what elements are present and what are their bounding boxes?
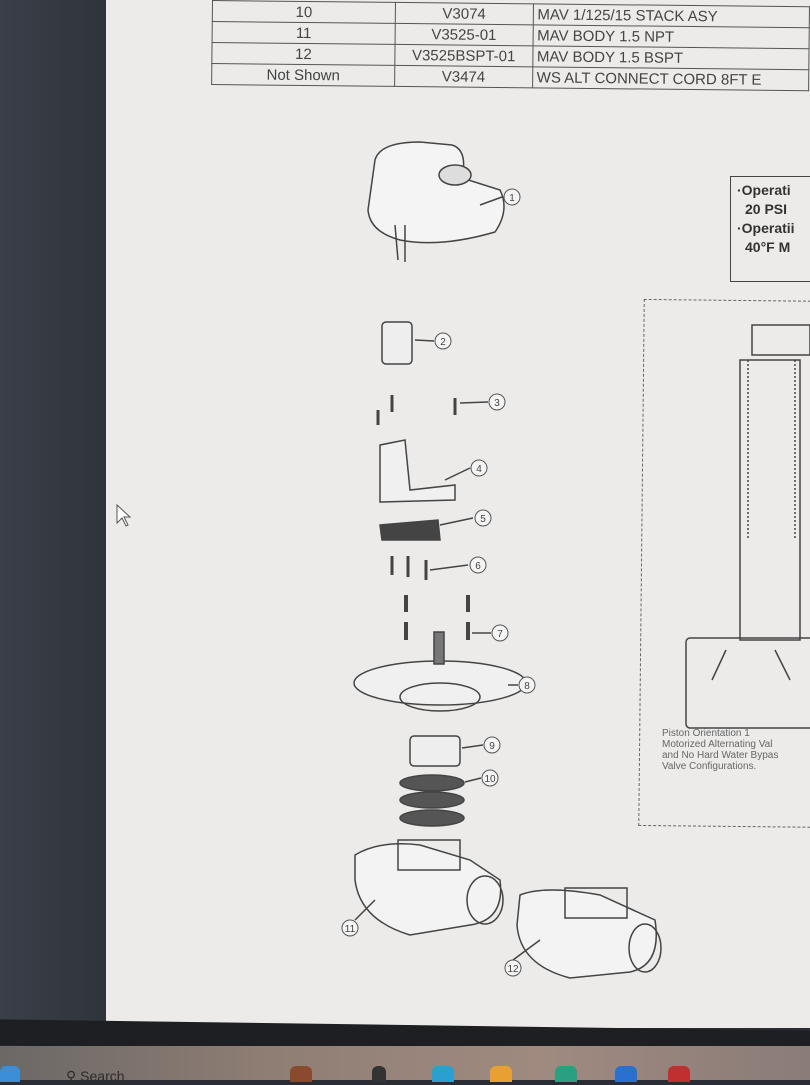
taskbar-app-icon[interactable] [615, 1066, 637, 1082]
motor-cover-part [367, 141, 505, 262]
note-line: 40°F M [745, 239, 791, 255]
callout-11: 11 [345, 924, 356, 935]
file-explorer-icon[interactable] [490, 1066, 512, 1082]
callout-12: 12 [507, 964, 519, 975]
callout-3: 3 [494, 398, 500, 409]
valve-body-npt-part [354, 843, 502, 936]
taskbar-app-icon[interactable] [668, 1066, 690, 1082]
search-label: Search [80, 1068, 125, 1084]
caption-line: and No Hard Water Bypas [662, 750, 779, 761]
start-icon[interactable] [0, 1066, 20, 1082]
callout-7: 7 [497, 629, 503, 640]
callout-1: 1 [509, 193, 515, 204]
callout-5: 5 [480, 514, 486, 525]
piston-part [409, 735, 461, 767]
motor-part [381, 321, 413, 365]
callout-4: 4 [476, 464, 482, 475]
piston-caption: Piston Orientation 1 Motorized Alternati… [662, 728, 778, 772]
callout-9: 9 [489, 741, 495, 752]
caption-line: Motorized Alternating Val [662, 739, 773, 750]
callout-2: 2 [440, 337, 446, 348]
taskbar-app-icon[interactable] [372, 1066, 386, 1082]
bracket-part [379, 439, 456, 503]
caption-line: Valve Configurations. [662, 761, 757, 772]
stack-assembly-part [399, 774, 465, 827]
callout-6: 6 [475, 561, 481, 572]
callout-10: 10 [484, 774, 496, 785]
mouse-cursor-icon [116, 504, 132, 527]
callouts: 1 2 3 4 5 6 7 8 9 10 11 12 [341, 188, 536, 977]
caption-line: Piston Orientation 1 [662, 728, 750, 739]
drive-gear-part [379, 519, 441, 541]
note-line: ·Operati [737, 182, 791, 198]
edge-icon[interactable] [432, 1066, 454, 1082]
note-line: ·Operatii [737, 220, 795, 236]
valve-body-bspt-part [516, 889, 657, 979]
piston-illustration [685, 324, 810, 729]
callout-8: 8 [524, 681, 530, 692]
monitor-bezel [0, 0, 108, 1040]
taskbar-search[interactable]: ⚲ Search [66, 1068, 125, 1084]
taskbar-app-icon[interactable] [290, 1066, 312, 1082]
operating-note-box: ·Operati 20 PSI ·Operatii 40°F M [730, 176, 810, 282]
note-line: 20 PSI [745, 201, 788, 217]
taskbar-app-icon[interactable] [555, 1066, 577, 1082]
